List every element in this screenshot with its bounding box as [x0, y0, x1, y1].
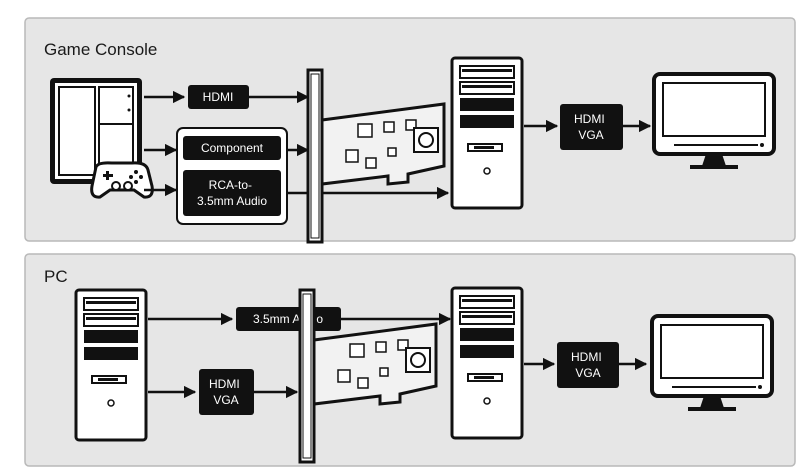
output-label-box [557, 342, 619, 388]
input-label-box [199, 369, 254, 415]
rca-label-box [183, 170, 281, 216]
input-label-line1: HDMI [209, 377, 240, 391]
game-console-icon [50, 78, 142, 184]
panel-title-game-console: Game Console [44, 40, 157, 59]
desktop-tower-icon [450, 286, 524, 440]
desktop-tower-icon [74, 288, 148, 442]
output-label-line1: HDMI [574, 112, 605, 126]
rca-label-line2: 3.5mm Audio [197, 194, 267, 208]
monitor-icon [650, 314, 774, 413]
output-label-line2: VGA [578, 128, 603, 142]
rca-label-line1: RCA-to- [209, 178, 252, 192]
rca-label: RCA-to- 3.5mm Audio [197, 178, 267, 208]
panel-title-pc: PC [44, 267, 68, 286]
output-label: HDMI VGA [571, 350, 605, 380]
desktop-tower-icon [450, 56, 524, 210]
monitor-icon [652, 72, 776, 171]
input-label: HDMI VGA [209, 377, 243, 407]
output-label: HDMI VGA [574, 112, 608, 142]
gamepad-icon [90, 161, 154, 199]
input-label-line2: VGA [213, 393, 238, 407]
output-label-line2: VGA [575, 366, 600, 380]
output-label-box [560, 104, 623, 150]
hdmi-label-box [188, 85, 249, 109]
component-label: Component [201, 141, 264, 155]
component-label-box [183, 136, 281, 160]
output-label-line1: HDMI [571, 350, 602, 364]
hdmi-label: HDMI [203, 90, 234, 104]
